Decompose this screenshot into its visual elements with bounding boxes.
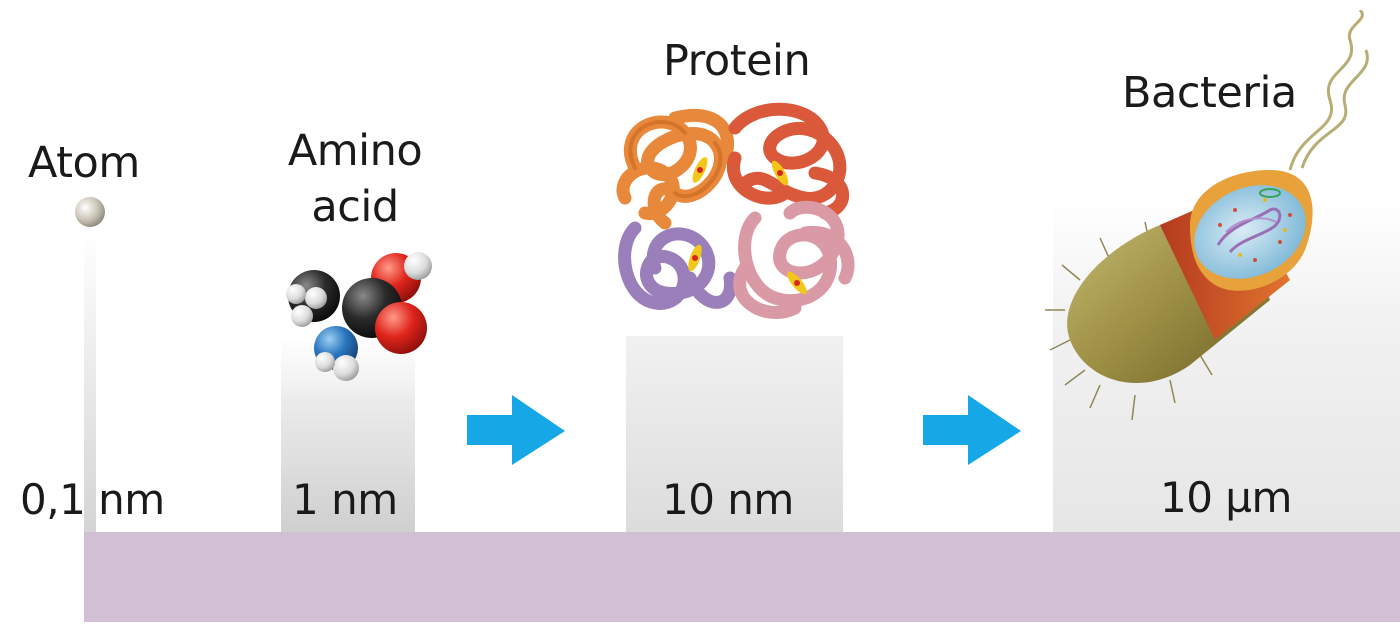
amino-acid-label-line-1: Amino bbox=[287, 126, 423, 176]
scale-floor bbox=[84, 532, 1400, 622]
atom-size-label: 0,1 nm bbox=[20, 475, 165, 524]
protein-size-label: 10 nm bbox=[662, 475, 794, 524]
amino-acid-label-line-2: acid bbox=[311, 181, 399, 232]
protein-label: Protein bbox=[663, 36, 811, 86]
amino-acid-label: Amino acid bbox=[275, 124, 435, 236]
pedestal-protein bbox=[626, 336, 843, 532]
protein-icon bbox=[616, 102, 855, 319]
atom-label: Atom bbox=[28, 138, 140, 188]
bacteria-label: Bacteria bbox=[1122, 68, 1297, 118]
bacteria-icon bbox=[1045, 10, 1369, 421]
pedestal-atom bbox=[84, 232, 96, 532]
atom-icon bbox=[75, 197, 105, 227]
arrow-right-icon bbox=[467, 395, 565, 465]
bacteria-size-label: 10 µm bbox=[1160, 473, 1292, 522]
arrow-right-icon bbox=[923, 395, 1021, 465]
amino-acid-size-label: 1 nm bbox=[292, 475, 398, 524]
pedestal-amino bbox=[281, 393, 415, 532]
amino-acid-molecule-icon bbox=[286, 252, 432, 381]
